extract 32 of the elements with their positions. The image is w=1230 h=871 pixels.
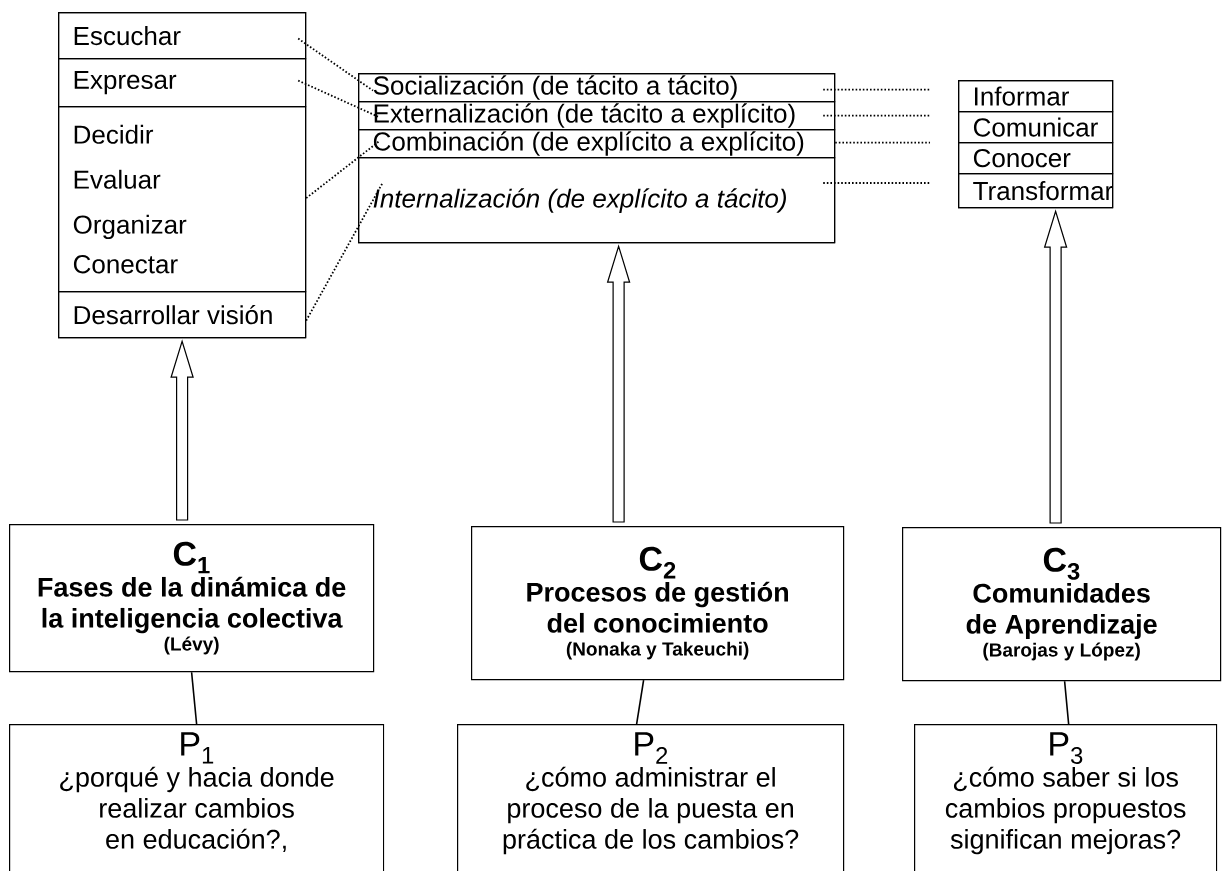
list-cell: Socialización (de tácito a tácito) — [358, 73, 836, 103]
block-arrow — [606, 244, 631, 523]
block-arrow — [1043, 209, 1068, 524]
dotted-line — [297, 79, 379, 118]
list-cell: Escuchar — [58, 12, 307, 60]
question-box: P$_{1}$ ¿porqué y hacia donde realizar cambios en educación?, — [9, 724, 385, 871]
block-arrow — [170, 339, 194, 521]
list-cell: Internalización (de explícito a tácito) — [358, 157, 836, 244]
list-cell: Externalización (de tácito a explícito) — [358, 101, 836, 131]
dotted-line — [834, 141, 931, 144]
dotted-line — [822, 182, 931, 184]
connector-line — [190, 671, 198, 725]
concept-box: C$_{2}$ Procesos de gestión del conocimiento (Nonaka y Takeuchi) — [471, 526, 845, 681]
dotted-line — [822, 114, 931, 117]
list-cell: Comunicar — [958, 111, 1114, 144]
list-cell: Informar — [958, 80, 1114, 113]
list-cell: Desarrollar visión — [58, 291, 307, 339]
list-cell: Decidir Evaluar Organizar Conectar — [58, 106, 307, 293]
concept-box: C$_{3}$ Comunidades de Aprendizaje (Barojas y López) — [902, 527, 1222, 682]
list-cell: Transformar — [958, 173, 1114, 209]
dotted-line — [305, 139, 381, 199]
concept-box: C$_{1}$ Fases de la dinámica de la inteligencia colectiva (Lévy) — [9, 524, 375, 673]
dotted-line — [297, 37, 374, 92]
dotted-line — [822, 88, 931, 91]
connector-line — [635, 679, 645, 725]
question-box: P$_{2}$ ¿cómo administrar el proceso de la puesta en práctica de los cambios? — [457, 724, 845, 871]
list-cell: Expresar — [58, 58, 307, 108]
question-box: P$_{3}$ ¿cómo saber si los cambios propuestos significan mejoras? — [914, 724, 1218, 871]
connector-line — [1063, 680, 1070, 725]
list-cell: Conocer — [958, 142, 1114, 175]
list-cell: Combinación (de explícito a explícito) — [358, 129, 836, 159]
dotted-line — [305, 181, 384, 322]
